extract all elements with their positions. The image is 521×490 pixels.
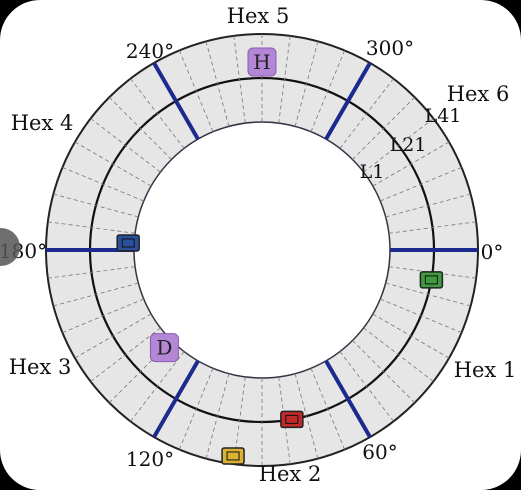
hex-label: Hex 1: [454, 358, 517, 382]
ladder-line: [130, 351, 185, 422]
ladder-line: [339, 78, 394, 149]
ladder-line: [385, 193, 471, 218]
ladder-line: [205, 373, 230, 459]
ladder-line: [363, 118, 434, 173]
angle-label: 300°: [366, 36, 414, 60]
ladder-line: [310, 50, 346, 132]
ladder-line: [233, 35, 246, 124]
ladder-line: [294, 373, 319, 459]
layer-label: L21: [390, 134, 427, 156]
ladder-line: [62, 166, 144, 202]
ladder-line: [62, 298, 144, 334]
ladder-line: [47, 221, 136, 234]
hex-label: Hex 4: [11, 111, 74, 135]
sector-boundary-line: [152, 359, 200, 439]
detector-module[interactable]: [419, 271, 444, 289]
hex-label: Hex 6: [447, 82, 510, 106]
hex-label: Hex 5: [227, 4, 290, 28]
ladder-line: [74, 313, 152, 359]
ladder-line: [352, 340, 416, 404]
side-drawer-handle[interactable]: [0, 228, 20, 266]
layer-label: L41: [425, 105, 462, 127]
sector-boundary-line: [152, 61, 200, 141]
ladder-line: [352, 96, 416, 160]
marker-tag-d[interactable]: D: [149, 333, 179, 363]
ladder-line: [278, 35, 291, 124]
ladder-line: [108, 96, 172, 160]
sector-boundary-line: [324, 359, 372, 439]
ladder-line: [178, 368, 214, 450]
marker-tag-h[interactable]: H: [247, 47, 277, 77]
ladder-line: [90, 327, 161, 382]
ladder-line: [130, 78, 185, 149]
angle-label: 60°: [362, 440, 397, 464]
ladder-line: [47, 266, 136, 279]
detector-module[interactable]: [280, 410, 304, 429]
ladder-line: [74, 141, 152, 187]
ladder-line: [372, 141, 450, 187]
angle-label: 240°: [126, 39, 174, 63]
ladder-line: [53, 282, 139, 307]
ladder-line: [388, 221, 477, 234]
ladder-line: [178, 50, 214, 132]
ladder-line: [339, 351, 394, 422]
ladder-line: [205, 41, 230, 127]
ladder-line: [385, 282, 471, 307]
detector-module[interactable]: [116, 234, 140, 252]
marker-label: D: [156, 336, 172, 360]
ladder-line: [363, 327, 434, 382]
ladder-line: [372, 313, 450, 359]
ladder-line: [53, 193, 139, 218]
sector-boundary-line: [324, 61, 372, 141]
ladder-line: [90, 118, 161, 173]
ladder-line: [380, 298, 462, 334]
angle-label: 0°: [481, 240, 504, 264]
layer-label: L1: [360, 161, 385, 183]
ladder-line: [310, 368, 346, 450]
marker-label: H: [253, 50, 270, 74]
ladder-line: [380, 166, 462, 202]
hex-label: Hex 3: [9, 355, 72, 379]
angle-label: 120°: [126, 447, 174, 471]
hex-label: Hex 2: [259, 462, 322, 486]
detector-module[interactable]: [221, 447, 245, 465]
ladder-line: [294, 41, 319, 127]
